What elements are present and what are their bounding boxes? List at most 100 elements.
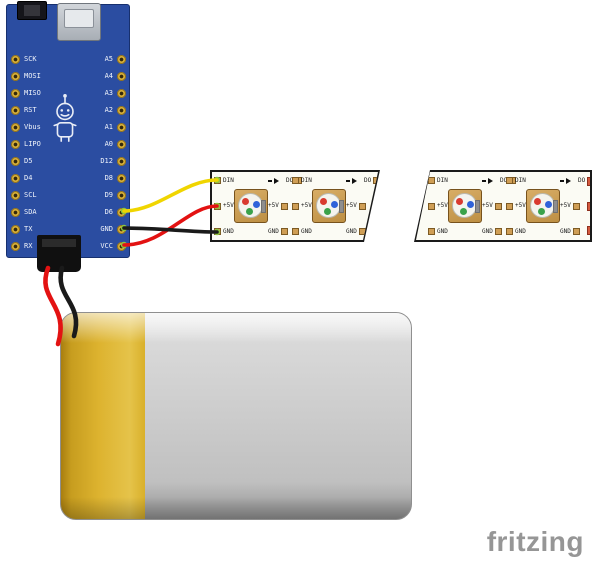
robot-logo-icon: [53, 94, 77, 142]
pin-label: RST: [24, 106, 37, 114]
pad-label: +5V: [482, 202, 493, 209]
pad-row-gnd: GND: [482, 227, 506, 236]
pin-scl: SCL: [11, 187, 37, 204]
pin-d6: D6: [105, 204, 126, 221]
pad-row-din: DIN: [214, 176, 234, 185]
pad-label: DO: [578, 176, 586, 184]
led-lens: [238, 193, 263, 218]
pin-rx: RX: [11, 238, 32, 255]
pad-row-5v: +5V: [506, 202, 526, 211]
pad-label: GND: [437, 227, 448, 235]
blue-die-dot: [545, 201, 552, 208]
strip-cut-end-pads: [584, 172, 590, 240]
solder-pad: [494, 228, 502, 235]
pad-label: GND: [346, 227, 357, 235]
wire-d6-to-din: [122, 178, 219, 213]
pad-label: DIN: [301, 176, 312, 184]
blue-die-dot: [331, 201, 338, 208]
pin-label: SCL: [24, 191, 37, 199]
red-die-dot: [534, 198, 541, 205]
pin-pad-sck: [11, 55, 20, 64]
pad-label: DO: [364, 176, 372, 184]
pin-label: A2: [104, 106, 113, 114]
solder-pad: [428, 177, 435, 184]
pin-pad-vcc: [117, 242, 126, 251]
wire-vcc-to-5v: [122, 204, 219, 247]
red-die-dot: [456, 198, 463, 205]
battery-highlight: [61, 313, 411, 343]
usb-connector: [57, 3, 101, 41]
cut-pad: [587, 226, 590, 235]
driver-chip: [475, 200, 480, 213]
pin-d4: D4: [11, 170, 32, 187]
battery-bottom-shade: [61, 497, 411, 519]
solder-pad: [214, 203, 221, 210]
pin-a5: A5: [105, 51, 126, 68]
pin-d9: D9: [105, 187, 126, 204]
blue-die-dot: [253, 201, 260, 208]
pin-pad-miso: [11, 89, 20, 98]
pin-label: Vbus: [24, 123, 41, 131]
pad-label: GND: [515, 227, 526, 235]
pin-pad-d8: [117, 174, 126, 183]
pad-row-gnd: GND: [346, 227, 370, 236]
solder-pad: [214, 228, 221, 235]
cut-pad: [587, 177, 590, 186]
battery-label-band: [61, 313, 145, 519]
pin-pad-a5: [117, 55, 126, 64]
pin-label: VCC: [100, 242, 113, 250]
pin-sda: SDA: [11, 204, 37, 221]
pad-row-do: DO: [482, 176, 517, 185]
pad-row-5v: +5V: [428, 202, 448, 211]
pin-a0: A0: [105, 136, 126, 153]
ws2812-led: [312, 189, 346, 223]
pin-pad-mosi: [11, 72, 20, 81]
pin-pad-d6: [117, 208, 126, 217]
pad-row-do: DO: [346, 176, 370, 185]
pin-label: A3: [104, 89, 113, 97]
pin-pad-d5: [11, 157, 20, 166]
pin-a3: A3: [105, 85, 126, 102]
pad-row-din: DIN: [292, 176, 312, 185]
pin-mosi: MOSI: [11, 68, 41, 85]
connection-points: [120, 176, 221, 249]
pin-d12: D12: [100, 153, 126, 170]
pin-label: D5: [24, 157, 33, 165]
blue-die-dot: [467, 201, 474, 208]
pin-label: SCK: [24, 55, 37, 63]
pin-vbus: Vbus: [11, 119, 41, 136]
pin-vcc: VCC: [100, 238, 126, 255]
data-flow-arrow-icon: [352, 178, 362, 184]
data-flow-arrow-icon: [560, 179, 564, 182]
green-die-dot: [538, 208, 545, 215]
red-die-dot: [320, 198, 327, 205]
wire-gnd-to-gnd: [122, 226, 219, 234]
pin-pad-a2: [117, 106, 126, 115]
pin-label: D12: [100, 157, 113, 165]
solder-pad: [292, 177, 299, 184]
pad-row-do: DO: [268, 176, 292, 185]
pad-row-5v: +5V: [268, 202, 292, 211]
pin-gnd: GND: [100, 221, 126, 238]
pad-row-gnd: GND: [428, 227, 448, 236]
solder-pad: [494, 202, 502, 210]
pin-lipo: LIPO: [11, 136, 41, 153]
pad-row-5v: +5V: [482, 202, 506, 211]
data-flow-arrow-icon: [482, 179, 486, 182]
pin-label: D8: [104, 174, 113, 182]
green-die-dot: [324, 208, 331, 215]
pin-pad-vbus: [11, 123, 20, 132]
green-die-dot: [246, 208, 253, 215]
pin-pad-rx: [11, 242, 20, 251]
data-flow-arrow-icon: [488, 177, 498, 184]
